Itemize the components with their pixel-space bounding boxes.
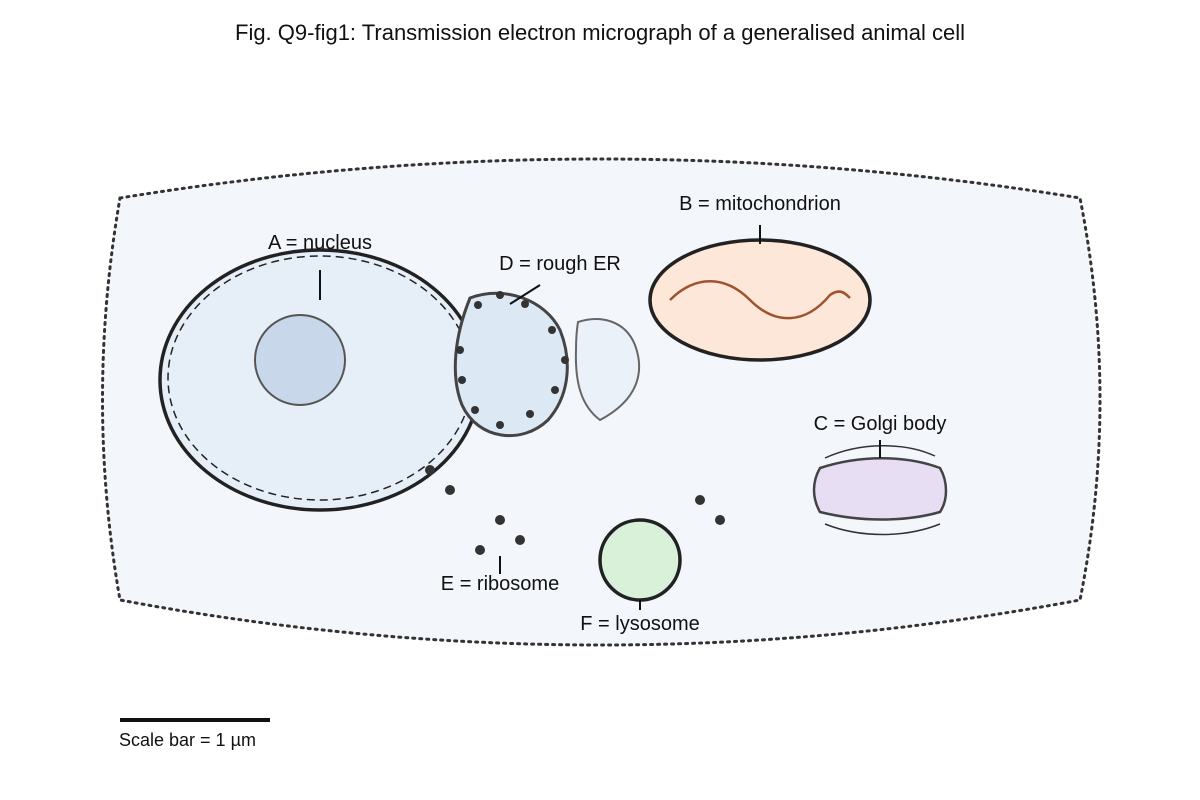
golgi-cisterna-bottom	[824, 523, 941, 536]
ribosome-dot	[695, 495, 705, 505]
ribosome-dot	[715, 515, 725, 525]
er-ribosome-dot	[551, 386, 559, 394]
ribosome-dot	[475, 545, 485, 555]
rough-er-leader-line	[509, 284, 541, 305]
ribosome-dot	[445, 485, 455, 495]
rough-er-body	[453, 291, 569, 437]
ribosome-dot	[425, 465, 435, 475]
er-ribosome-dot	[526, 410, 534, 418]
label-mitochondrion: B = mitochondrion	[679, 193, 841, 215]
figure-title: Fig. Q9-fig1: Transmission electron micr…	[235, 20, 965, 45]
label-nucleus: A = nucleus	[268, 232, 372, 254]
er-ribosome-dot	[521, 300, 529, 308]
er-ribosome-dot	[471, 406, 479, 414]
golgi-cisterna-main	[812, 457, 948, 521]
er-ribosome-dot	[456, 346, 464, 354]
mitochondrion	[648, 238, 872, 362]
er-ribosome-dot	[458, 376, 466, 384]
er-ribosome-dot	[561, 356, 569, 364]
golgi-cisterna-top	[824, 445, 936, 459]
mitochondrion-cristae	[669, 280, 851, 320]
nucleus	[158, 248, 482, 512]
er-ribosome-dot	[474, 301, 482, 309]
lysosome	[598, 518, 682, 602]
label-lysosome: F = lysosome	[580, 613, 699, 635]
label-ribosome: E = ribosome	[441, 573, 559, 595]
er-ribosome-dot	[548, 326, 556, 334]
rough-er	[453, 291, 569, 437]
vesicle	[574, 318, 641, 422]
nucleolus	[254, 314, 346, 406]
er-ribosome-dot	[496, 291, 504, 299]
label-rough-er: D = rough ER	[499, 253, 621, 275]
label-golgi: C = Golgi body	[814, 413, 947, 435]
rough-er-ribosomes	[456, 291, 569, 429]
ribosome-dot	[495, 515, 505, 525]
ribosome-dot	[515, 535, 525, 545]
er-ribosome-dot	[496, 421, 504, 429]
golgi-body	[812, 445, 948, 536]
free-ribosomes	[425, 465, 725, 555]
scale-bar-label: Scale bar = 1 µm	[119, 730, 256, 750]
mitochondrion-outer-membrane	[648, 238, 872, 362]
